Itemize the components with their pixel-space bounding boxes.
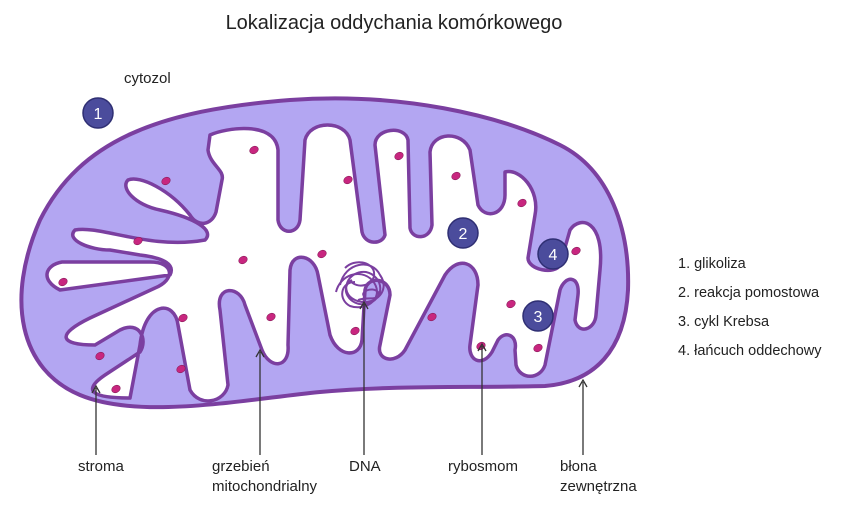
marker-2: 2: [447, 217, 479, 249]
crista-label-line2: mitochondrialny: [212, 478, 318, 495]
membrane-label-line1: błona: [560, 458, 597, 475]
marker-1: 1: [82, 97, 114, 129]
ribosome: [266, 312, 276, 322]
ribosome: [394, 151, 404, 161]
legend-item: 3. cykl Krebsa: [678, 314, 770, 330]
cytosol-label: cytozol: [124, 70, 171, 87]
ribosome: [176, 364, 186, 374]
marker-3-text: 3: [534, 309, 543, 326]
inner-matrix: [45, 123, 603, 403]
ribosome: [350, 326, 360, 336]
legend-item: 4. łańcuch oddechowy: [678, 343, 822, 359]
ribosome: [343, 175, 353, 185]
ribosome: [95, 351, 105, 361]
ribosome: [451, 171, 461, 181]
ribosome-label: rybosmom: [448, 458, 519, 475]
stroma-label: stroma: [78, 458, 124, 475]
marker-4-text: 4: [549, 247, 558, 264]
ribosome: [111, 384, 121, 394]
dna-label: DNA: [349, 458, 381, 475]
ribosome: [506, 299, 516, 309]
ribosome: [571, 246, 581, 256]
membrane-label-line2: zewnętrzna: [560, 478, 637, 495]
legend-item: 2. reakcja pomostowa: [678, 285, 820, 301]
ribosome: [317, 249, 327, 259]
marker-4: 4: [537, 238, 569, 270]
diagram-title: Lokalizacja oddychania komórkowego: [225, 12, 563, 34]
ribosome: [238, 255, 248, 265]
ribosome: [178, 313, 188, 323]
ribosome: [161, 176, 171, 186]
marker-2-text: 2: [459, 226, 468, 243]
pointers: [91, 300, 588, 455]
ribosome: [58, 277, 68, 287]
ribosome: [533, 343, 543, 353]
ribosome: [133, 236, 143, 246]
ribosome: [427, 312, 437, 322]
marker-1-text: 1: [94, 106, 103, 123]
legend-item: 1. glikoliza: [678, 256, 746, 272]
ribosome: [249, 145, 259, 155]
crista-label-line1: grzebień: [212, 458, 270, 475]
legend: 1. glikoliza 2. reakcja pomostowa 3. cyk…: [678, 250, 822, 366]
marker-3: 3: [522, 300, 554, 332]
ribosomes: [58, 145, 581, 394]
ribosome: [517, 198, 527, 208]
